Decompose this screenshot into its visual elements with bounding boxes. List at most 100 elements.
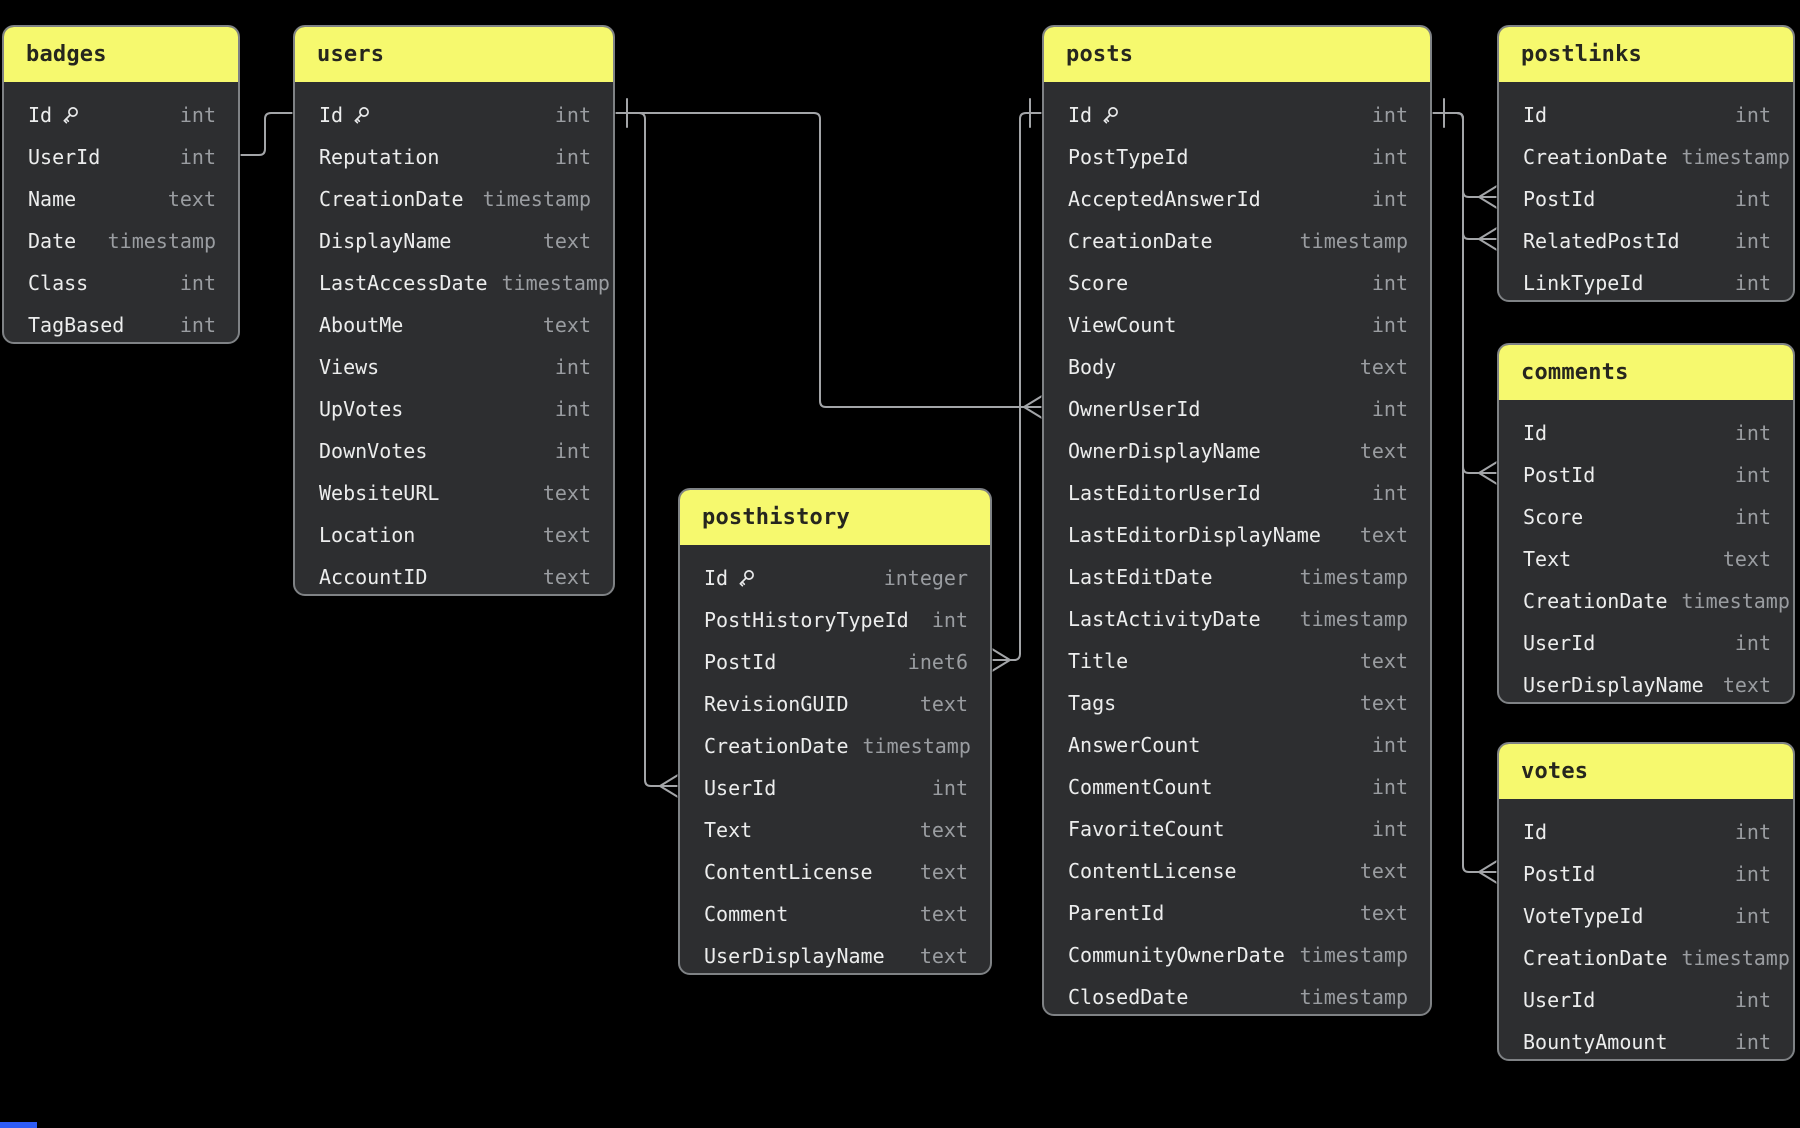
field-type: text [542, 481, 591, 505]
table-header[interactable]: users [295, 27, 613, 82]
field-type: int [554, 397, 591, 421]
field-name: Id [28, 103, 53, 127]
relationship-posts-posthistory-PostId [991, 98, 1043, 672]
field-type: int [1371, 817, 1408, 841]
primary-key-icon [1103, 106, 1119, 124]
field-type: text [919, 902, 968, 926]
field-type: int [1734, 103, 1771, 127]
field-name: LastAccessDate [319, 271, 488, 295]
field-type: timestamp [501, 271, 610, 295]
field-name: ParentId [1068, 901, 1165, 925]
table-header[interactable]: votes [1499, 744, 1793, 799]
field-type: int [1371, 271, 1408, 295]
field-name: AboutMe [319, 313, 404, 337]
field-name: Id [1523, 103, 1548, 127]
field-type: timestamp [1299, 943, 1408, 967]
field-name: PostId [1523, 187, 1596, 211]
field-type: timestamp [1681, 946, 1790, 970]
field-name: Score [1523, 505, 1584, 529]
field-type: text [167, 187, 216, 211]
field-type: text [1359, 355, 1408, 379]
field-name: Reputation [319, 145, 440, 169]
field-type: text [1359, 439, 1408, 463]
field-type: text [1722, 673, 1771, 697]
field-name: RevisionGUID [704, 692, 849, 716]
field-name: CreationDate [1523, 145, 1668, 169]
field-name: Date [28, 229, 77, 253]
field-type: int [1734, 505, 1771, 529]
field-name: PostId [1523, 862, 1596, 886]
field-type: timestamp [1681, 589, 1790, 613]
field-name: Score [1068, 271, 1129, 295]
table-header[interactable]: posts [1044, 27, 1430, 82]
field-name: Class [28, 271, 89, 295]
field-type: timestamp [107, 229, 216, 253]
field-name: ContentLicense [1068, 859, 1237, 883]
field-row: PostId int [1499, 178, 1793, 220]
field-name: AccountID [319, 565, 428, 589]
table-header[interactable]: posthistory [680, 490, 990, 545]
field-type: integer [883, 566, 968, 590]
field-type: int [931, 776, 968, 800]
field-type: int [1734, 187, 1771, 211]
field-name: Id [1523, 421, 1548, 445]
field-type: text [1359, 901, 1408, 925]
field-name: PostId [1523, 463, 1596, 487]
field-row: RevisionGUID text [680, 683, 990, 725]
field-name: Comment [704, 902, 789, 926]
field-name: CreationDate [319, 187, 464, 211]
field-name: ViewCount [1068, 313, 1177, 337]
field-name: AcceptedAnswerId [1068, 187, 1261, 211]
field-name: OwnerUserId [1068, 397, 1201, 421]
field-name: RelatedPostId [1523, 229, 1680, 253]
field-type: text [1359, 691, 1408, 715]
field-name: ContentLicense [704, 860, 873, 884]
field-name: Views [319, 355, 380, 379]
field-type: int [1371, 103, 1408, 127]
bottom-left-accent-bar [0, 1122, 37, 1128]
field-type: text [919, 692, 968, 716]
field-name: CreationDate [1523, 946, 1668, 970]
field-type: timestamp [1299, 985, 1408, 1009]
field-name: TagBased [28, 313, 125, 337]
table-header[interactable]: badges [4, 27, 238, 82]
table-header[interactable]: comments [1499, 345, 1793, 400]
field-type: int [1371, 187, 1408, 211]
field-name: LastEditDate [1068, 565, 1213, 589]
field-type: text [542, 565, 591, 589]
field-type: int [179, 313, 216, 337]
table-header[interactable]: postlinks [1499, 27, 1793, 82]
field-row: Id int [1499, 94, 1793, 136]
field-row: Score int [1044, 262, 1430, 304]
field-name: Tags [1068, 691, 1117, 715]
